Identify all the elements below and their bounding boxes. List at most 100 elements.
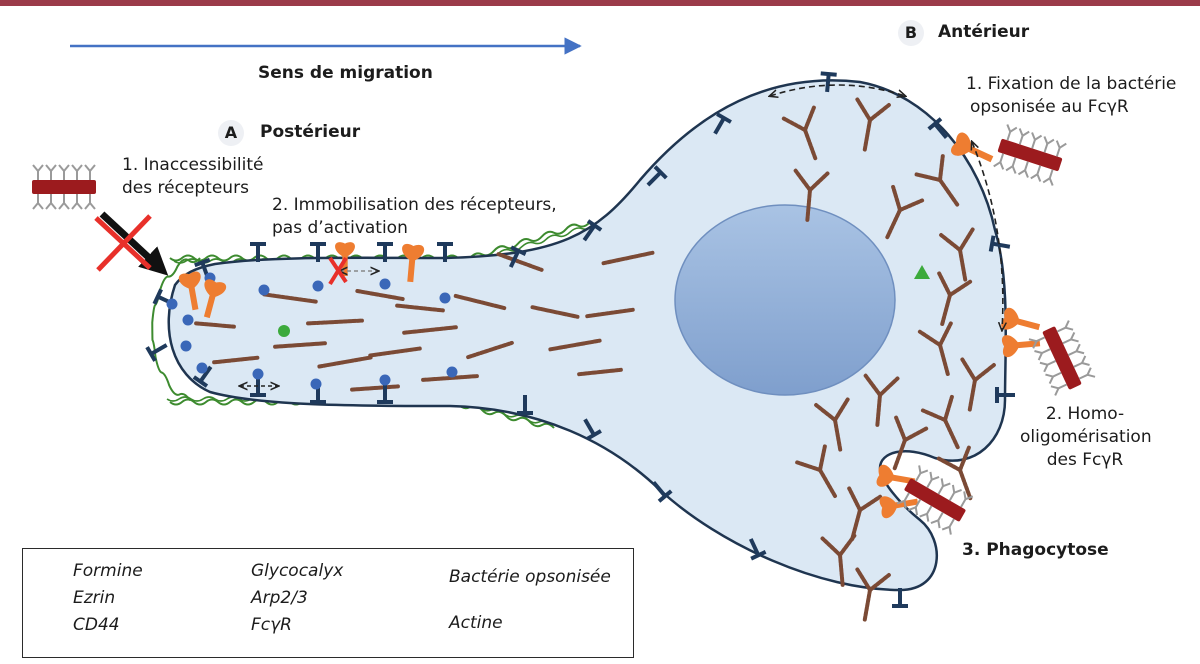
cd44-receptor	[583, 418, 602, 441]
opsonized-bacterium	[993, 124, 1067, 186]
cd44-receptor	[192, 365, 213, 388]
nucleus	[674, 204, 896, 396]
double-arrow-icon	[770, 84, 905, 96]
fcgr-receptor	[402, 243, 425, 283]
ezrin-dot	[310, 378, 322, 390]
actin-branch	[939, 227, 975, 282]
legend-formine: Formine	[73, 561, 143, 581]
actin-filament	[548, 338, 602, 352]
actin-filament	[453, 293, 507, 311]
actin-filament	[601, 250, 655, 266]
actin-filament	[402, 325, 458, 335]
step-fix-line2: opsonisée au FcγR	[970, 97, 1129, 117]
fcgr-receptor	[879, 496, 919, 519]
actin-branch	[855, 97, 891, 152]
cd44-receptor	[892, 588, 908, 608]
cd44-receptor	[250, 242, 266, 262]
anterior-tag: B	[898, 20, 924, 46]
actin-filament	[212, 355, 260, 365]
actin-filament	[395, 303, 445, 313]
formine-dot	[278, 325, 290, 337]
double-arrow-icon	[972, 142, 1003, 330]
arp-triangle	[914, 265, 930, 279]
fcgr-receptor	[1001, 307, 1041, 331]
actin-branch	[936, 445, 973, 501]
actin-branch	[920, 394, 960, 450]
cd44-receptor	[145, 343, 168, 362]
cd44-receptor	[310, 384, 326, 404]
fcgr-receptor	[178, 271, 201, 311]
actin-branch	[795, 444, 837, 498]
legend-glycocalyx: Glycocalyx	[251, 561, 344, 581]
anterior-title: Antérieur	[938, 22, 1030, 42]
red-cross-icon	[328, 256, 348, 286]
opsonized-bacteria	[32, 124, 1096, 535]
actin-branch	[885, 184, 925, 240]
actin-branch	[917, 321, 953, 376]
cd44-receptor	[748, 538, 767, 561]
cd44-receptor	[652, 481, 673, 503]
actin-branch	[793, 168, 830, 222]
actin-filament	[350, 384, 400, 392]
cd44-receptor	[508, 245, 527, 268]
opsonized-bacterium	[32, 164, 96, 210]
ezrin-dot	[312, 280, 324, 292]
actin-filament	[368, 346, 422, 358]
posterior-tag: A	[218, 120, 244, 146]
cd44-receptor	[582, 219, 603, 242]
glycocalyx-strand	[169, 221, 591, 262]
ezrin-dot	[252, 368, 264, 380]
ezrin-dot	[439, 292, 451, 304]
red-cross-icon	[94, 214, 152, 272]
actin-branch	[892, 415, 929, 471]
step-fix-line1: 1. Fixation de la bactérie	[966, 74, 1177, 94]
actin-filament	[421, 374, 479, 382]
step-homo-line3: des FcγR	[1046, 450, 1124, 470]
legend-box: Formine Ezrin CD44 Glycocalyx Arp2/3 Fcγ…	[22, 548, 634, 658]
cd44-receptor	[713, 112, 732, 135]
fcgr-receptor	[203, 279, 227, 319]
actin-filament	[577, 367, 623, 377]
ezrin-dot	[182, 314, 194, 326]
ezrin-dots	[166, 272, 458, 390]
legend-fcgr: FcγR	[251, 615, 292, 635]
cd44-receptor	[995, 387, 1015, 403]
opsonized-bacterium	[896, 465, 974, 535]
ezrin-dot	[446, 366, 458, 378]
step-homo-line1: 2. Homo-	[1045, 404, 1125, 424]
legend-actine: Actine	[449, 613, 503, 633]
cd44-receptor	[377, 384, 393, 404]
step-immob-line1: 2. Immobilisation des récepteurs,	[272, 195, 557, 215]
ezrin-dot	[180, 340, 192, 352]
cd44-receptor	[517, 395, 533, 415]
actin-filament	[194, 321, 236, 329]
step-phagocytosis: 3. Phagocytose	[962, 540, 1109, 560]
ezrin-dot	[166, 298, 178, 310]
ezrin-dot	[379, 278, 391, 290]
ezrin-dot	[258, 284, 270, 296]
actin-branch	[781, 105, 818, 161]
actin-branch	[937, 271, 973, 326]
fcgr-receptor	[876, 464, 916, 487]
actin-filament	[317, 355, 373, 369]
cd44-receptor	[437, 242, 453, 262]
top-rule	[0, 0, 1200, 6]
actin-filament	[530, 305, 580, 319]
actin-branch	[960, 357, 996, 412]
actin-filament	[496, 252, 544, 272]
glycocalyx-strand	[151, 257, 201, 401]
actin-filament	[355, 289, 405, 301]
migration-label: Sens de migration	[258, 63, 433, 83]
actin-filament	[262, 292, 318, 304]
cd44-receptor	[820, 71, 837, 93]
ezrin-dot	[196, 362, 208, 374]
cd44-receptor	[377, 242, 393, 262]
step-inaccess-line2: des récepteurs	[122, 178, 249, 198]
legend-arp: Arp2/3	[251, 588, 308, 608]
actin-filament	[466, 340, 514, 360]
actin-branch	[814, 397, 850, 452]
cd44-receptor	[646, 165, 668, 187]
opsonized-bacterium	[1028, 320, 1096, 396]
